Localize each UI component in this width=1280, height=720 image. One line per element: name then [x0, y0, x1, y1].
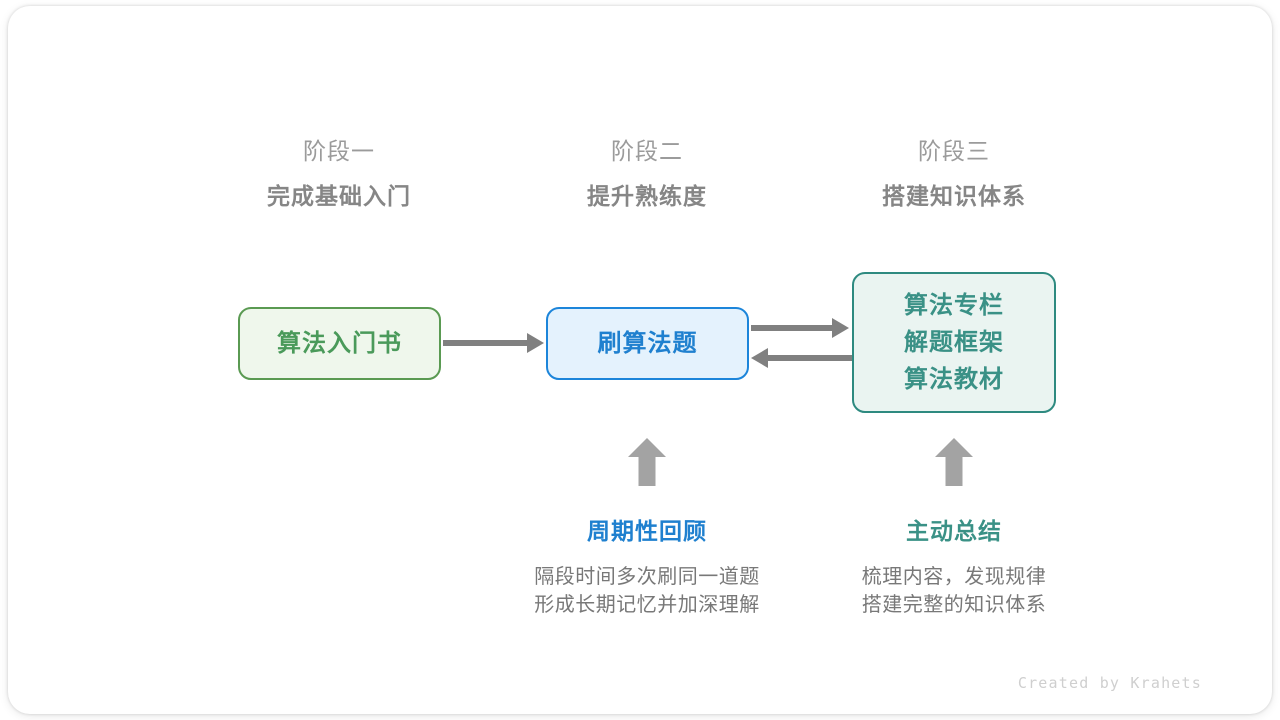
- phase-1-subtitle: 完成基础入门: [267, 183, 411, 209]
- credit-text: Created by Krahets: [1017, 674, 1202, 692]
- node-resources[interactable]: 算法专栏 解题框架 算法教材: [852, 272, 1056, 413]
- node-book-label: 算法入门书: [277, 330, 402, 357]
- phase-3-title: 阶段三: [918, 138, 990, 164]
- phase-2-subtitle: 提升熟练度: [587, 183, 707, 209]
- note-active-summary-body-line-2: 搭建完整的知识体系: [861, 594, 1047, 616]
- up-arrow-icon-summary: [935, 438, 973, 486]
- node-resources-line-3: 算法教材: [904, 366, 1004, 393]
- up-arrow-icon-review: [628, 438, 666, 486]
- node-practice-problems[interactable]: 刷算法题: [546, 307, 749, 380]
- note-periodic-review-body-line-1: 隔段时间多次刷同一道题: [534, 566, 760, 588]
- connector-book-to-practice-arrowhead-icon: [527, 333, 544, 353]
- phase-3-subtitle: 搭建知识体系: [882, 183, 1026, 209]
- connector-resources-to-practice-arrowhead-icon: [751, 348, 768, 368]
- connector-practice-to-resources-arrowhead-icon: [832, 318, 849, 338]
- node-resources-line-2: 解题框架: [904, 329, 1004, 356]
- connector-book-to-practice-line: [443, 340, 528, 346]
- note-active-summary-body: 梳理内容，发现规律 搭建完整的知识体系: [804, 563, 1104, 619]
- note-active-summary-body-line-1: 梳理内容，发现规律: [861, 566, 1047, 588]
- note-periodic-review: 周期性回顾 隔段时间多次刷同一道题 形成长期记忆并加深理解: [497, 517, 797, 619]
- note-periodic-review-body: 隔段时间多次刷同一道题 形成长期记忆并加深理解: [497, 563, 797, 619]
- note-periodic-review-body-line-2: 形成长期记忆并加深理解: [534, 594, 760, 616]
- phase-2-title: 阶段二: [611, 138, 683, 164]
- phase-1-title: 阶段一: [303, 138, 375, 164]
- node-resources-line-1: 算法专栏: [904, 292, 1004, 319]
- node-algorithm-intro-book[interactable]: 算法入门书: [238, 307, 441, 380]
- connector-practice-to-resources-line: [751, 325, 833, 331]
- connector-resources-to-practice-line: [768, 355, 852, 361]
- phase-header-1: 阶段一 完成基础入门: [209, 136, 469, 211]
- node-practice-label: 刷算法题: [597, 330, 698, 357]
- note-active-summary: 主动总结 梳理内容，发现规律 搭建完整的知识体系: [804, 517, 1104, 619]
- note-active-summary-title: 主动总结: [906, 518, 1002, 544]
- diagram-canvas: 阶段一 完成基础入门 阶段二 提升熟练度 阶段三 搭建知识体系 算法入门书 刷算…: [8, 6, 1272, 714]
- note-periodic-review-title: 周期性回顾: [587, 518, 707, 544]
- phase-header-2: 阶段二 提升熟练度: [517, 136, 777, 211]
- phase-header-3: 阶段三 搭建知识体系: [824, 136, 1084, 211]
